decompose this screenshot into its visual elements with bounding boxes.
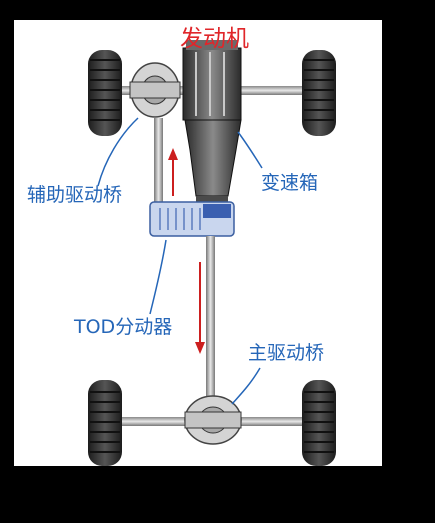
rear-differential: [184, 395, 242, 445]
gearbox-body: [184, 119, 242, 206]
rear-propeller-shaft: [206, 236, 215, 406]
front-propeller-shaft: [154, 118, 163, 206]
engine-block: [182, 40, 242, 121]
engine-label: 发动机: [180, 26, 249, 52]
rear-left-tire: [88, 380, 122, 466]
front-left-tire: [88, 50, 122, 136]
tod-transfer-label: TOD分动器: [74, 316, 173, 338]
leader-gearbox: [237, 131, 263, 169]
aux-axle-label: 辅助驱动桥: [27, 184, 123, 206]
rear-right-tire: [302, 380, 336, 466]
tod-transfer-case: [149, 201, 235, 237]
diagram-panel: 发动机 变速箱 辅助驱动桥 TOD分动器 主驱动桥: [14, 20, 382, 466]
drivetrain-illustration: [14, 20, 382, 466]
leader-tod: [149, 239, 167, 315]
power-flow-arrow-down: [195, 262, 205, 354]
front-differential: [129, 62, 181, 118]
gearbox-label: 变速箱: [261, 172, 319, 194]
leader-main-axle: [231, 367, 261, 405]
main-axle-label: 主驱动桥: [248, 342, 325, 364]
front-right-tire: [302, 50, 336, 136]
leader-aux-axle: [97, 117, 139, 187]
power-flow-arrow-up: [168, 148, 178, 196]
